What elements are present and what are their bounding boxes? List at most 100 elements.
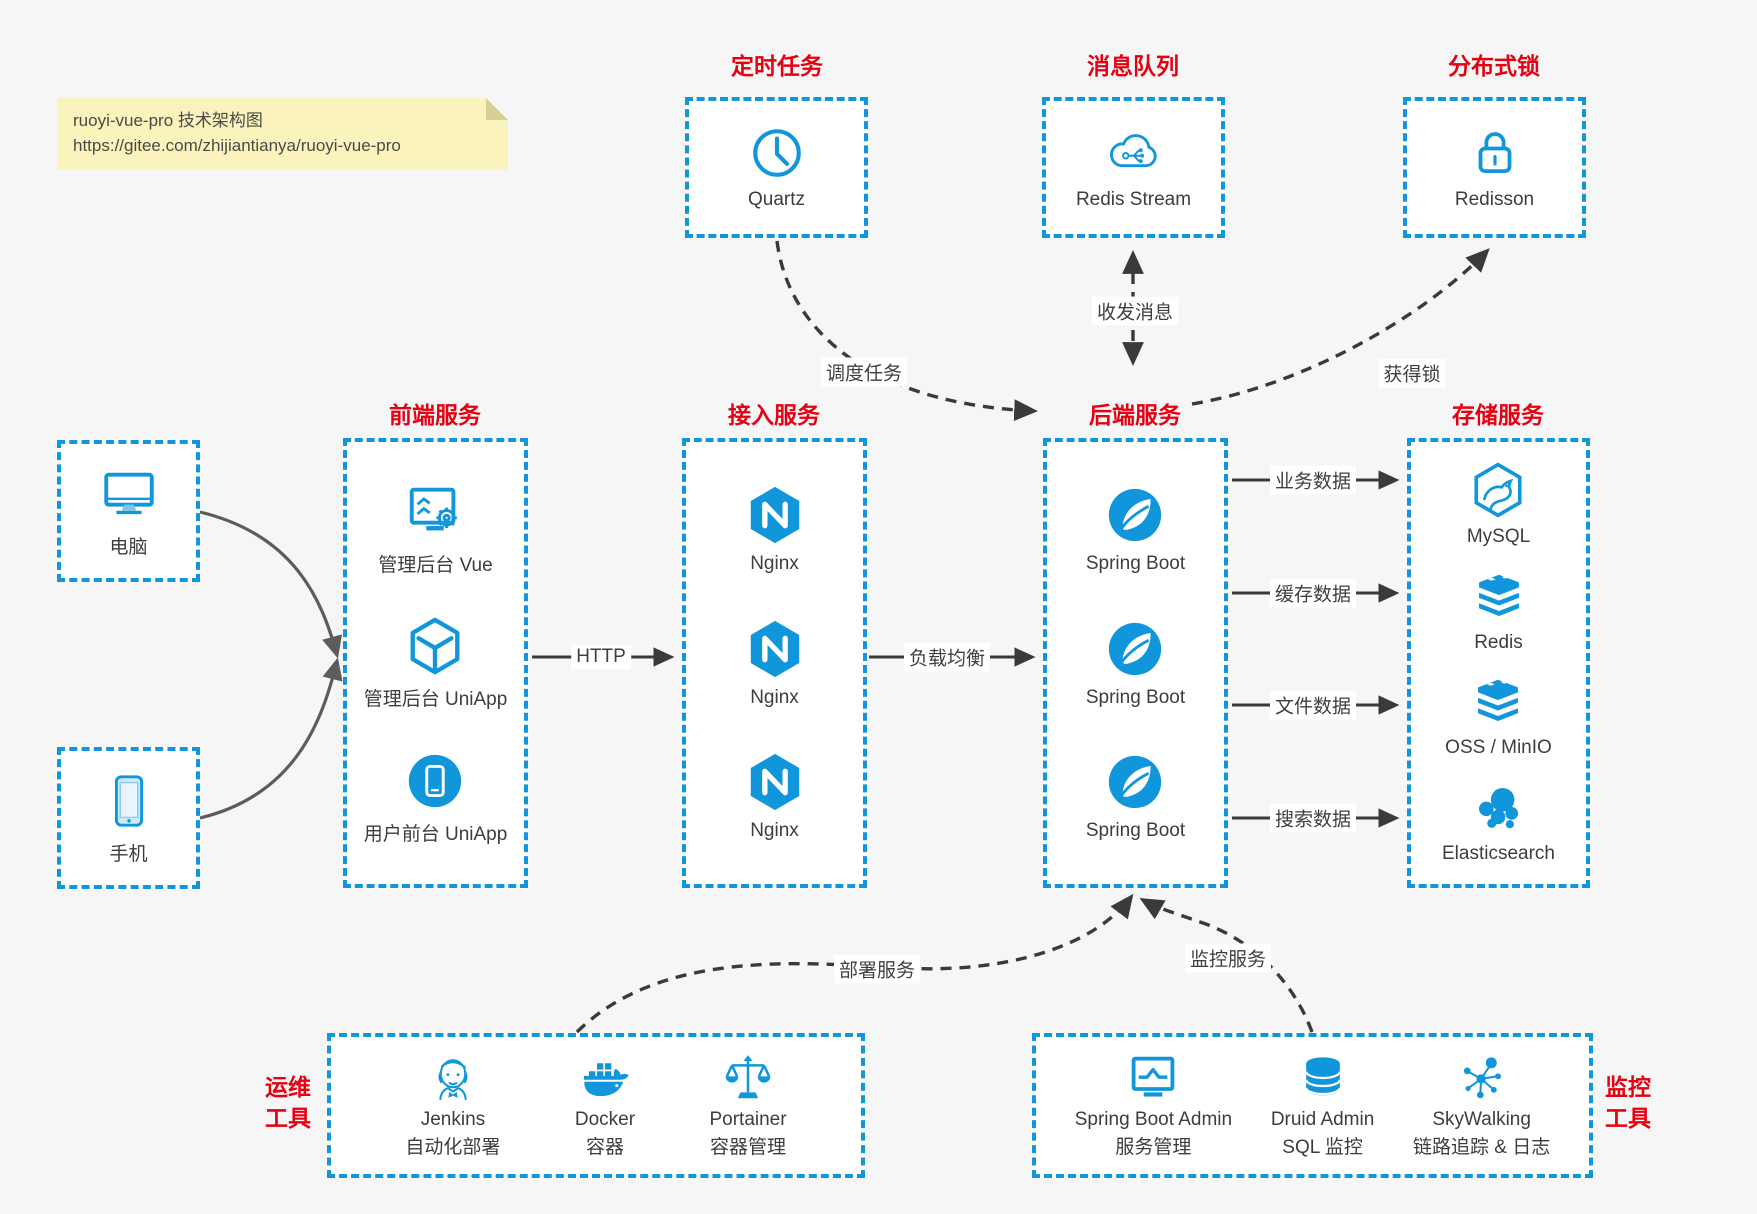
node-desc: SQL 监控 bbox=[1282, 1136, 1363, 1158]
node-label: 用户前台 UniApp bbox=[363, 823, 508, 845]
node-mobile-client: 手机 bbox=[57, 747, 200, 889]
elasticsearch-icon bbox=[1470, 778, 1528, 836]
node-label: Nginx bbox=[750, 819, 799, 841]
group-title-backend-services: 后端服务 bbox=[1089, 402, 1181, 428]
node-label: Jenkins bbox=[420, 1108, 486, 1130]
node-label: 电脑 bbox=[109, 537, 148, 558]
edge-label-file-data: 文件数据 bbox=[1269, 690, 1357, 720]
node-spring-boot-2: Spring Boot bbox=[1086, 618, 1185, 709]
title-note: ruoyi-vue-pro 技术架构图 https://gitee.com/zh… bbox=[57, 98, 508, 170]
node-druid-admin: Druid Admin SQL 监控 bbox=[1270, 1051, 1375, 1160]
node-label: Druid Admin bbox=[1270, 1108, 1375, 1130]
nginx-icon bbox=[744, 618, 806, 680]
node-label: Redis bbox=[1474, 631, 1523, 653]
node-label: Nginx bbox=[750, 553, 799, 575]
spring-icon bbox=[1104, 618, 1166, 680]
node-label: Spring Boot Admin bbox=[1074, 1108, 1233, 1130]
nginx-icon bbox=[744, 751, 806, 813]
mq-cloud-icon bbox=[1104, 124, 1162, 182]
group-title-line: 工具 bbox=[1605, 1105, 1651, 1132]
spring-icon bbox=[1104, 484, 1166, 546]
node-desc: 服务管理 bbox=[1115, 1136, 1192, 1158]
node-spring-boot-1: Spring Boot bbox=[1086, 484, 1185, 575]
node-label: SkyWalking bbox=[1432, 1108, 1531, 1130]
node-label: 管理后台 UniApp bbox=[363, 689, 508, 710]
node-redis-stream: Redis Stream bbox=[1042, 97, 1225, 238]
edge-label-messages: 收发消息 bbox=[1091, 296, 1179, 326]
node-label: Portainer bbox=[709, 1108, 787, 1130]
node-docker: Docker 容器 bbox=[575, 1051, 635, 1160]
node-quartz: Quartz bbox=[685, 97, 868, 238]
group-title-storage-services: 存储服务 bbox=[1452, 402, 1544, 428]
uniapp-cube-icon bbox=[404, 615, 466, 677]
node-portainer: Portainer 容器管理 bbox=[709, 1051, 787, 1160]
note-fold-corner bbox=[486, 98, 508, 120]
admin-vue-icon bbox=[404, 481, 466, 543]
group-title-frontend-services: 前端服务 bbox=[389, 402, 481, 428]
node-label: Redisson bbox=[1454, 189, 1535, 210]
spring-boot-admin-icon bbox=[1126, 1051, 1180, 1105]
spring-icon bbox=[1104, 751, 1166, 813]
group-title-ops-tools: 运维 工具 bbox=[233, 1072, 311, 1134]
node-spring-boot-admin: Spring Boot Admin 服务管理 bbox=[1075, 1051, 1232, 1160]
edge-phone-to-frontend bbox=[199, 657, 343, 820]
edge-label-http: HTTP bbox=[571, 645, 631, 669]
group-ops-tools: Jenkins 自动化部署 Docker 容器 Portainer 容器管理 bbox=[327, 1033, 865, 1178]
nginx-icon bbox=[744, 484, 806, 546]
group-backend-services: Spring Boot Spring Boot Spring Boot bbox=[1043, 438, 1228, 888]
node-label: MySQL bbox=[1466, 525, 1531, 547]
node-label: Elasticsearch bbox=[1442, 843, 1555, 865]
node-redis: Redis bbox=[1470, 567, 1528, 654]
node-admin-uniapp: 管理后台 UniApp bbox=[363, 615, 508, 711]
group-gateway-services: Nginx Nginx Nginx bbox=[682, 438, 867, 888]
group-title-line: 运维 bbox=[265, 1074, 311, 1100]
node-nginx-1: Nginx bbox=[744, 484, 806, 575]
edge-label-business-data: 业务数据 bbox=[1269, 465, 1357, 495]
redis-icon bbox=[1469, 672, 1527, 730]
node-label: Nginx bbox=[750, 686, 799, 708]
edge-label-search-data: 搜索数据 bbox=[1269, 803, 1357, 833]
node-label: Redis Stream bbox=[1075, 189, 1192, 210]
mysql-icon bbox=[1469, 461, 1527, 519]
node-label: Spring Boot bbox=[1085, 819, 1186, 841]
group-title-line: 工具 bbox=[265, 1105, 311, 1132]
druid-icon bbox=[1296, 1051, 1350, 1105]
node-desc: 容器 bbox=[585, 1136, 624, 1158]
edge-label-monitor: 监控服务 bbox=[1184, 943, 1272, 973]
edge-label-deploy: 部署服务 bbox=[833, 954, 921, 984]
node-label: Spring Boot bbox=[1085, 686, 1186, 708]
group-title-scheduled-jobs: 定时任务 bbox=[731, 53, 823, 79]
group-frontend-services: 管理后台 Vue 管理后台 UniApp 用户前台 UniApp bbox=[343, 438, 528, 888]
clock-icon bbox=[748, 124, 806, 182]
edge-label-lock: 获得锁 bbox=[1378, 358, 1446, 388]
node-spring-boot-3: Spring Boot bbox=[1086, 751, 1185, 842]
node-mysql: MySQL bbox=[1467, 461, 1530, 548]
group-title-monitoring-tools: 监控 工具 bbox=[1605, 1072, 1683, 1134]
portainer-icon bbox=[721, 1051, 775, 1105]
node-skywalking: SkyWalking 链路追踪 & 日志 bbox=[1413, 1051, 1550, 1160]
node-label: OSS / MinIO bbox=[1445, 737, 1552, 759]
node-label: 管理后台 Vue bbox=[378, 554, 493, 576]
node-label: Docker bbox=[574, 1108, 636, 1130]
jenkins-icon bbox=[426, 1051, 480, 1105]
node-label: Spring Boot bbox=[1085, 553, 1186, 575]
redis-icon bbox=[1470, 567, 1528, 625]
edge-label-schedule: 调度任务 bbox=[820, 357, 908, 387]
note-line-1: ruoyi-vue-pro 技术架构图 bbox=[73, 111, 263, 130]
group-storage-services: MySQL Redis OSS / MinIO Elasticsearch bbox=[1407, 438, 1590, 888]
group-title-line: 监控 bbox=[1605, 1074, 1651, 1100]
node-label: 手机 bbox=[109, 844, 148, 865]
node-jenkins: Jenkins 自动化部署 bbox=[405, 1051, 500, 1160]
user-uniapp-icon bbox=[404, 750, 466, 812]
lock-icon bbox=[1466, 124, 1524, 182]
node-oss-minio: OSS / MinIO bbox=[1445, 672, 1552, 759]
node-pc-client: 电脑 bbox=[57, 440, 200, 582]
node-desc: 链路追踪 & 日志 bbox=[1413, 1136, 1551, 1158]
group-title-message-queue: 消息队列 bbox=[1087, 53, 1179, 79]
node-user-uniapp: 用户前台 UniApp bbox=[363, 750, 508, 846]
desktop-icon bbox=[98, 463, 160, 525]
node-redisson: Redisson bbox=[1403, 97, 1586, 238]
node-nginx-2: Nginx bbox=[744, 618, 806, 709]
node-desc: 自动化部署 bbox=[405, 1136, 501, 1158]
